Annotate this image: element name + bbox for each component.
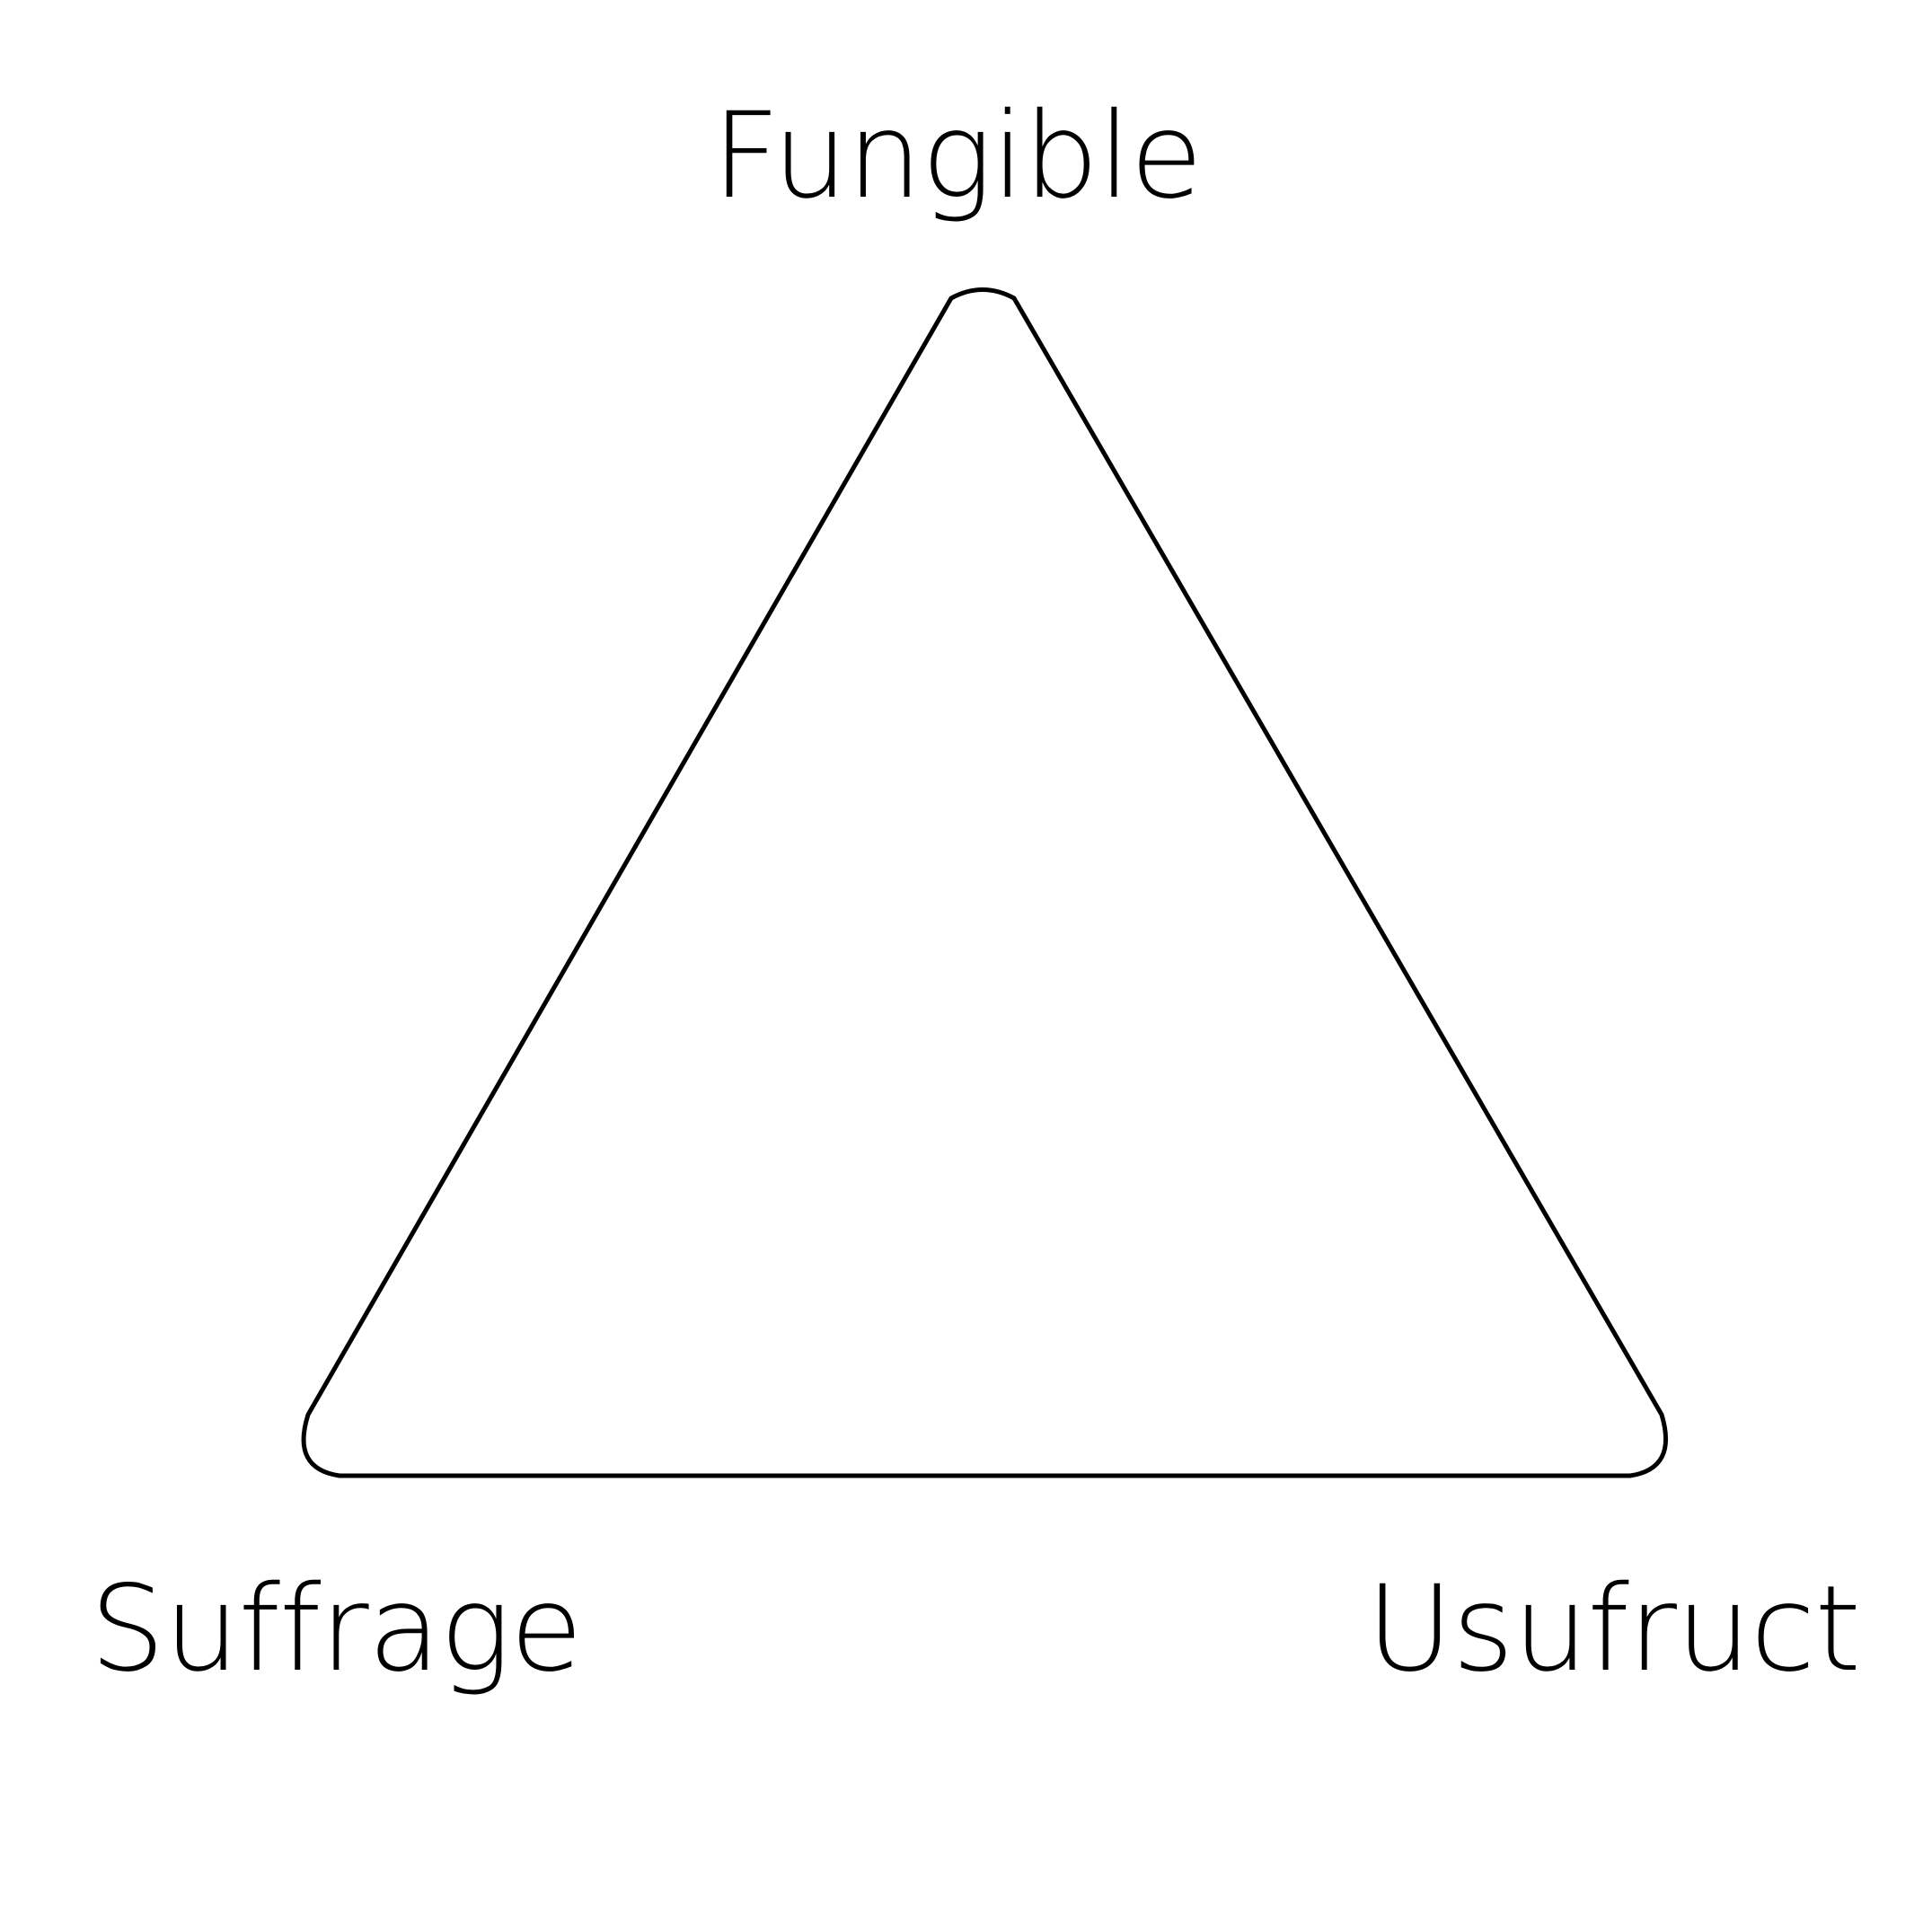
vertex-label-bottom-left: Suffrage [90,1560,583,1698]
triangle-shape [301,287,1669,1478]
vertex-label-top: Fungible [711,87,1204,225]
vertex-label-bottom-right: Usufruct [1366,1560,1861,1698]
